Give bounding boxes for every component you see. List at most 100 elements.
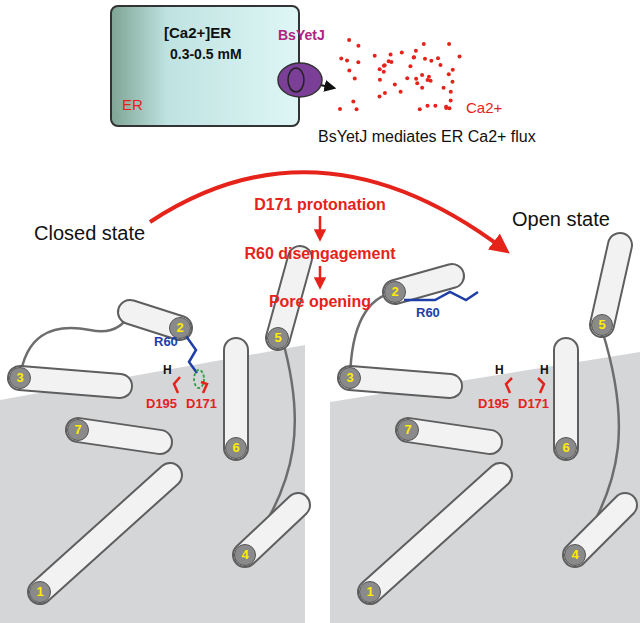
channel-pore xyxy=(288,68,304,92)
helix-number: 3 xyxy=(339,367,361,389)
calcium-dot xyxy=(447,42,451,46)
residue-label: D171 xyxy=(186,397,217,411)
calcium-dot xyxy=(429,59,433,63)
helix-number: 4 xyxy=(234,544,256,566)
compartment-name: ER xyxy=(122,97,143,114)
calcium-dot xyxy=(373,54,377,58)
helix-number: 6 xyxy=(555,437,577,459)
helix-number: 7 xyxy=(67,419,89,441)
membrane xyxy=(0,345,305,623)
calcium-dot xyxy=(339,57,343,61)
calcium-dot xyxy=(436,56,440,60)
helices xyxy=(20,245,625,592)
calcium-dot xyxy=(447,72,451,76)
calcium-dot xyxy=(405,76,409,80)
residue-label: D195 xyxy=(146,397,177,411)
concentration-text: 0.3-0.5 mM xyxy=(170,47,242,62)
d195-sidechain xyxy=(506,378,512,393)
membrane xyxy=(330,352,640,623)
d171-sidechain xyxy=(201,382,207,393)
calcium-dot xyxy=(420,73,424,77)
mechanism-step: R60 disengagement xyxy=(244,245,395,263)
helix-number: 1 xyxy=(359,581,381,603)
helix-outline xyxy=(78,430,160,442)
step-arrow xyxy=(319,216,322,238)
calcium-dot xyxy=(414,49,418,53)
calcium-dot xyxy=(458,55,462,59)
calcium-dot xyxy=(356,60,360,64)
state-title: Open state xyxy=(512,208,610,230)
helix-number: 3 xyxy=(16,371,23,385)
helix-number: 1 xyxy=(29,581,51,603)
calcium-dot xyxy=(382,64,386,68)
helix-number: 4 xyxy=(571,548,578,562)
helix-number: 5 xyxy=(591,314,613,336)
calcium-dot xyxy=(351,99,355,103)
calcium-dot xyxy=(356,44,360,48)
calcium-dot xyxy=(414,77,418,81)
helix-outline xyxy=(370,475,500,592)
helix-number: 5 xyxy=(274,331,281,345)
calcium-dot xyxy=(426,104,430,108)
helix-number: 7 xyxy=(404,423,411,437)
helix-number: 6 xyxy=(562,441,569,455)
proton-label: H xyxy=(540,364,549,377)
calcium-dot xyxy=(450,80,454,84)
calcium-dot xyxy=(412,55,416,59)
calcium-dot xyxy=(378,94,382,98)
r60-sidechain xyxy=(186,336,197,373)
helix-outline xyxy=(602,245,620,325)
calcium-dot xyxy=(382,70,386,74)
calcium-dot xyxy=(412,55,416,59)
calcium-dot xyxy=(389,52,393,56)
calcium-dot xyxy=(353,76,357,80)
helix-number: 5 xyxy=(598,318,605,332)
helix-number: 6 xyxy=(232,441,239,455)
caption-text: BsYetJ mediates ER Ca2+ flux xyxy=(318,128,536,146)
calcium-dot xyxy=(399,90,403,94)
helix-body xyxy=(408,430,490,442)
helix-number: 1 xyxy=(36,585,43,599)
calcium-dot xyxy=(420,86,424,90)
helix-body xyxy=(20,378,120,386)
d195-sidechain xyxy=(174,377,180,393)
helix-outline xyxy=(408,430,490,442)
er-compartment: [Ca2+]ER0.3-0.5 mMER xyxy=(110,5,300,127)
calcium-dot xyxy=(378,78,382,82)
helix-number: 1 xyxy=(366,585,373,599)
ion-label: Ca2+ xyxy=(466,100,502,117)
transition-arrow xyxy=(150,172,505,250)
calcium-dot xyxy=(347,69,351,73)
calcium-dot xyxy=(433,104,437,108)
calcium-dot xyxy=(347,38,351,42)
calcium-dot xyxy=(355,107,359,111)
helix-outline xyxy=(40,475,170,592)
channel-body xyxy=(278,63,322,97)
calcium-dot xyxy=(408,64,412,68)
calcium-dot xyxy=(418,107,422,111)
state-title: Closed state xyxy=(34,222,145,244)
helix-number: 7 xyxy=(74,423,81,437)
mechanism-step: D171 protonation xyxy=(254,196,386,214)
helix-body xyxy=(225,350,247,448)
helix-outline xyxy=(20,378,120,386)
calcium-dot xyxy=(415,81,419,85)
calcium-dot xyxy=(438,63,442,67)
proton-label: H xyxy=(495,364,504,377)
protein-name: BsYetJ xyxy=(278,28,325,43)
helix-outline xyxy=(553,350,579,448)
helix-body xyxy=(350,378,450,386)
calcium-dot xyxy=(427,75,431,79)
helix-number: 4 xyxy=(241,548,248,562)
helix-number: 2 xyxy=(176,321,183,335)
channel-protein: BsYetJ xyxy=(274,28,334,100)
calcium-dot xyxy=(429,79,433,83)
calcium-dot xyxy=(451,68,455,72)
helix-outline xyxy=(350,378,450,386)
helix-body xyxy=(555,350,577,448)
mechanism-step: Pore opening xyxy=(269,293,371,311)
calcium-dots xyxy=(338,38,462,111)
helix-body xyxy=(78,430,160,442)
calcium-dot xyxy=(444,106,448,110)
